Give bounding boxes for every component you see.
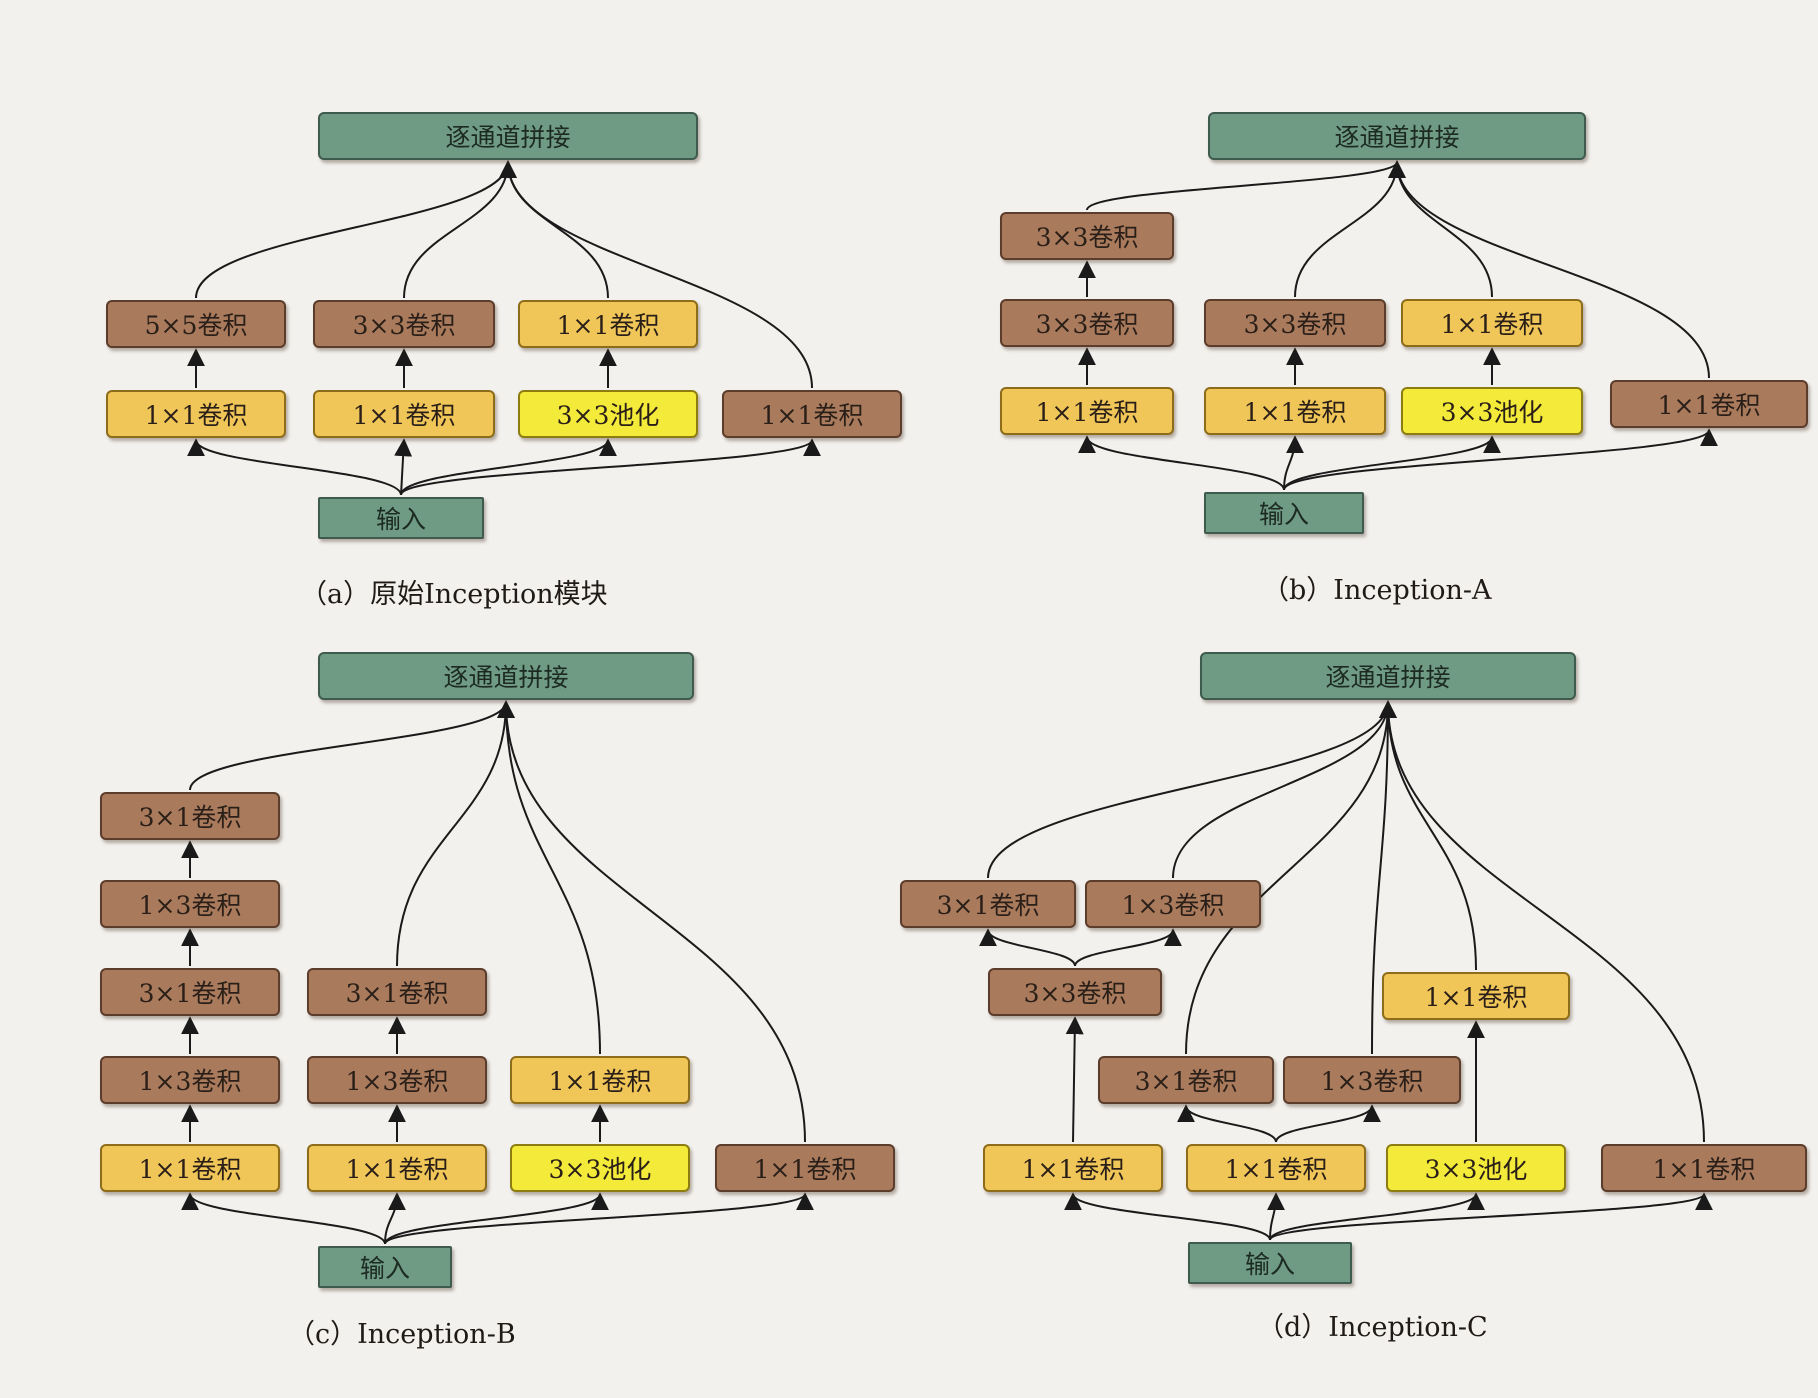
diagram-d-edge-t13-to-concat (1172, 700, 1397, 879)
diagram-c-node-l1: 1×1卷积 (100, 1144, 280, 1192)
diagram-c-node-p1: 3×3池化 (510, 1144, 690, 1192)
diagram-a-node-c1x1b: 1×1卷积 (722, 390, 902, 438)
diagram-c-edge-p2-to-concat (497, 700, 601, 1055)
diagram-a-node-c1x1t: 1×1卷积 (518, 300, 698, 348)
diagram-a-node-c5x5: 5×5卷积 (106, 300, 286, 348)
diagram-d-edge-r1-to-concat (1379, 700, 1705, 1143)
diagram-a-node-r1: 1×1卷积 (106, 390, 286, 438)
diagram-d-node-c33: 3×3卷积 (988, 968, 1162, 1016)
diagram-d-node-p2: 1×1卷积 (1382, 972, 1570, 1020)
diagram-c-node-m1: 1×1卷积 (307, 1144, 487, 1192)
diagram-a-caption: （a）原始Inception模块 (300, 579, 608, 610)
diagram-a-edge-input-to-c1x1b (400, 438, 821, 496)
diagram-d-node-b13: 1×3卷积 (1283, 1056, 1461, 1104)
diagram-a-edge-input-to-r1 (187, 438, 402, 496)
diagram-b-edge-input-to-pool (1283, 435, 1501, 491)
diagram-c-node-l5: 3×1卷积 (100, 792, 280, 840)
diagram-b-node-top3: 3×3卷积 (1000, 212, 1174, 260)
diagram-b-edge-input-to-c1x1b (1283, 428, 1718, 491)
diagram-c-node-input: 输入 (318, 1246, 452, 1288)
diagram-d-node-p1: 3×3池化 (1386, 1144, 1566, 1192)
diagram-a-node-pool: 3×3池化 (518, 390, 698, 438)
diagram-d-edge-p2-to-concat (1379, 700, 1477, 971)
diagram-d-edge-m1-to-b13 (1275, 1104, 1381, 1143)
diagram-a-node-concat: 逐通道拼接 (318, 112, 698, 160)
diagram-b-node-mid3a: 3×3卷积 (1000, 299, 1174, 347)
diagram-d-node-concat: 逐通道拼接 (1200, 652, 1576, 700)
diagram-a-edge-c5x5-to-concat (195, 160, 517, 299)
diagram-d-node-input: 输入 (1188, 1242, 1352, 1284)
diagram-b-node-r2: 1×1卷积 (1204, 387, 1386, 435)
diagram-c-caption: （c）Inception-B (288, 1319, 516, 1350)
diagram-c-node-p2: 1×1卷积 (510, 1056, 690, 1104)
diagram-d-edge-input-to-r1 (1269, 1192, 1713, 1241)
diagram-c-node-l2: 1×3卷积 (100, 1056, 280, 1104)
diagram-a-edge-c3x3-to-concat (403, 160, 517, 299)
diagram-c-edge-m3-to-concat (396, 700, 515, 967)
diagram-c-node-l3: 3×1卷积 (100, 968, 280, 1016)
diagram-d-edge-t31-to-concat (987, 700, 1397, 879)
diagram-d-node-b31: 3×1卷积 (1098, 1056, 1274, 1104)
diagram-d-edge-input-to-p1 (1269, 1192, 1485, 1241)
diagram-d-edge-c33-to-t31 (979, 928, 1076, 967)
diagram-b-edge-top3-to-concat (1086, 160, 1406, 211)
diagram-d-edge-input-to-l1 (1064, 1192, 1271, 1241)
diagram-d-node-t13: 1×3卷积 (1085, 880, 1261, 928)
diagram-c-node-m2: 1×3卷积 (307, 1056, 487, 1104)
diagram-a-edge-c1x1b-to-concat (499, 160, 813, 389)
diagram-d-edge-l1-to-c33 (1065, 1016, 1084, 1143)
diagram-d-edge-c33-to-t13 (1074, 928, 1182, 967)
diagram-b-edge-mid3b-to-concat (1294, 160, 1406, 298)
diagram-c-edge-input-to-m1 (384, 1192, 406, 1245)
diagram-b-node-mid1: 1×1卷积 (1401, 299, 1583, 347)
diagram-b-caption: （b）Inception-A (1262, 575, 1492, 606)
diagram-d-edge-b31-to-concat (1185, 700, 1397, 1055)
diagram-b-node-c1x1b: 1×1卷积 (1610, 380, 1808, 428)
diagram-c-edge-input-to-r1 (384, 1192, 814, 1245)
diagram-b-node-concat: 逐通道拼接 (1208, 112, 1586, 160)
diagram-b-node-mid3b: 3×3卷积 (1204, 299, 1386, 347)
diagram-c-edge-input-to-l1 (181, 1192, 386, 1245)
diagram-c-node-l4: 1×3卷积 (100, 880, 280, 928)
diagram-c-edge-l5-to-concat (189, 700, 515, 791)
diagram-b-edge-mid1-to-concat (1388, 160, 1493, 298)
diagram-c-edge-input-to-p1 (384, 1192, 609, 1245)
diagram-d-edge-b13-to-concat (1371, 700, 1397, 1055)
diagram-d-edge-input-to-m1 (1266, 1192, 1285, 1241)
diagram-b-node-pool: 3×3池化 (1401, 387, 1583, 435)
diagram-a-node-r2: 1×1卷积 (313, 390, 495, 438)
diagram-d-caption: （d）Inception-C (1257, 1312, 1488, 1343)
diagram-d-node-m1: 1×1卷积 (1186, 1144, 1366, 1192)
diagram-a-edge-c1x1t-to-concat (499, 160, 609, 299)
diagram-a-edge-input-to-r2 (394, 438, 413, 496)
diagram-c-node-r1: 1×1卷积 (715, 1144, 895, 1192)
diagram-d-node-r1: 1×1卷积 (1601, 1144, 1807, 1192)
diagram-c-edge-r1-to-concat (497, 700, 806, 1143)
diagram-a-edge-input-to-pool (400, 438, 617, 496)
diagram-b-edge-c1x1b-to-concat (1388, 160, 1710, 379)
diagram-d-node-t31: 3×1卷积 (900, 880, 1076, 928)
diagram-a-node-c3x3: 3×3卷积 (313, 300, 495, 348)
diagram-b-edge-input-to-r2 (1283, 435, 1304, 491)
diagram-b-node-r1: 1×1卷积 (1000, 387, 1174, 435)
diagram-c-node-concat: 逐通道拼接 (318, 652, 694, 700)
diagram-a-node-input: 输入 (318, 497, 484, 539)
diagram-d-node-l1: 1×1卷积 (983, 1144, 1163, 1192)
diagram-c-node-m3: 3×1卷积 (307, 968, 487, 1016)
diagram-d-edge-m1-to-b31 (1177, 1104, 1277, 1143)
diagram-b-node-input: 输入 (1204, 492, 1364, 534)
diagram-b-edge-input-to-r1 (1078, 435, 1285, 491)
